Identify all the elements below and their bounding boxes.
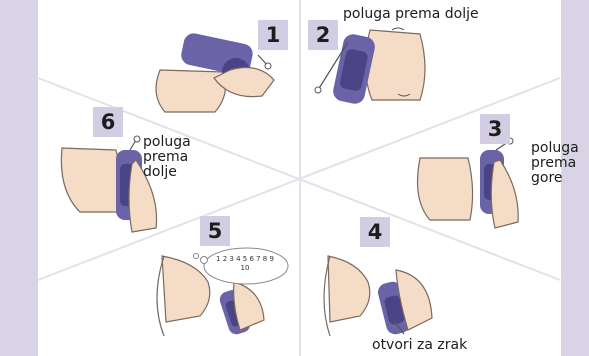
step-4-illustration <box>323 255 433 337</box>
right-decorative-strip <box>561 0 589 356</box>
step-1-illustration <box>155 33 275 113</box>
step-5-number: 5 <box>200 216 230 246</box>
left-decorative-strip <box>0 0 38 356</box>
step-5-illustration <box>156 247 289 337</box>
step-3-illustration <box>416 137 519 229</box>
step-2-number: 2 <box>308 20 338 50</box>
step-6-illustration <box>60 135 158 233</box>
step-4-label: otvori za zrak <box>372 337 468 353</box>
step-3-number: 3 <box>480 114 510 144</box>
step-2-label: poluga prema dolje <box>343 6 479 22</box>
step-6-number: 6 <box>93 107 123 137</box>
step-4-number: 4 <box>360 217 390 247</box>
step-6-label: poluga prema dolje <box>143 134 191 180</box>
step-3-label: poluga prema gore <box>531 140 579 186</box>
step-2-illustration <box>314 27 426 104</box>
thought-bubble-count: 1 2 3 4 5 6 7 8 9 10 <box>216 255 274 272</box>
step-1-number: 1 <box>258 20 288 50</box>
panel-dividers <box>37 0 561 356</box>
